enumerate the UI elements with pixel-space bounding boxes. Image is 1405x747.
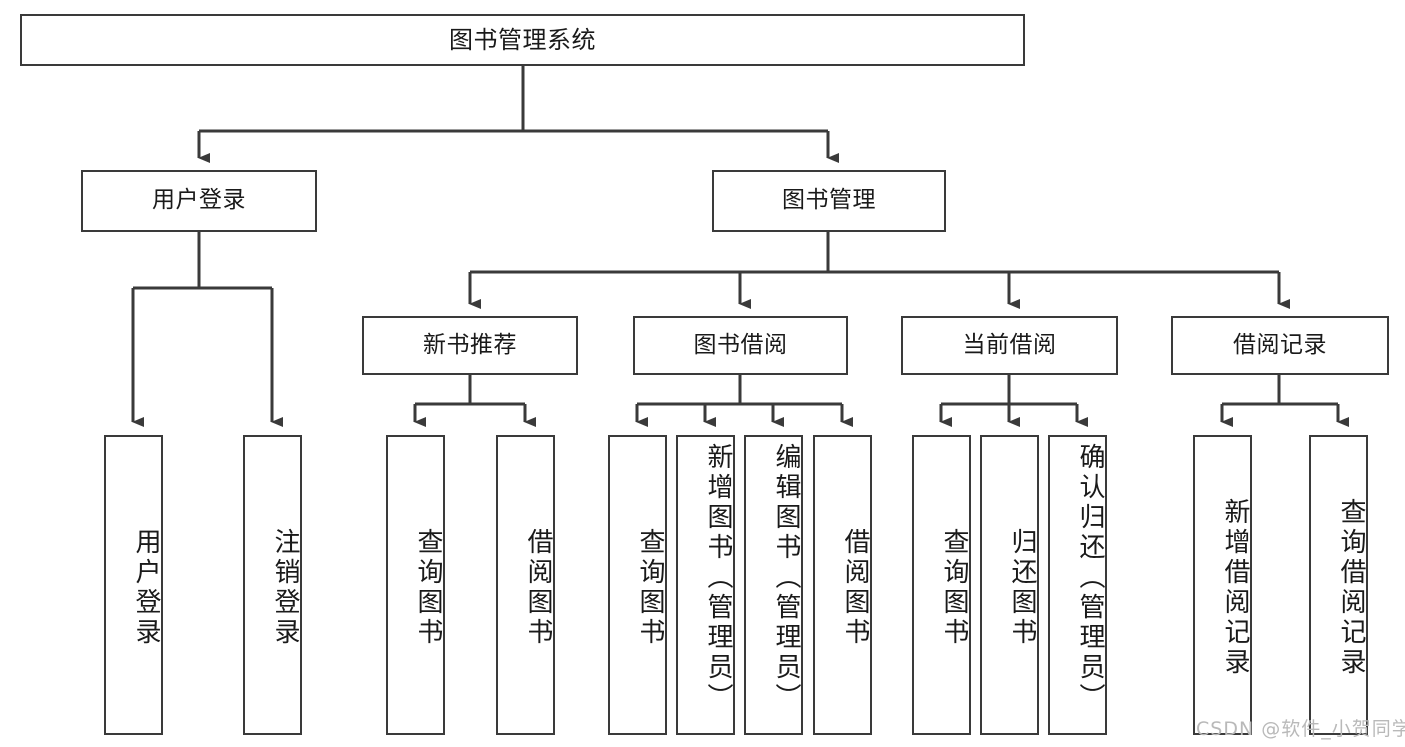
node-label: 编辑图书（管理员）: [771, 443, 801, 713]
leaf-borrow-query-book[interactable]: 查询图书: [608, 435, 667, 735]
node-label: 查询图书: [635, 528, 665, 648]
node-label: 图书借阅: [693, 331, 788, 358]
node-label: 借阅图书: [840, 528, 870, 648]
node-new-book-recommend[interactable]: 新书推荐: [362, 316, 578, 375]
node-label: 查询图书: [413, 528, 443, 648]
node-book-management[interactable]: 图书管理: [712, 170, 946, 232]
node-user-login[interactable]: 用户登录: [81, 170, 317, 232]
leaf-current-confirm-return[interactable]: 确认归还（管理员）: [1048, 435, 1107, 735]
leaf-recommend-query-book[interactable]: 查询图书: [386, 435, 445, 735]
node-label: 归还图书: [1007, 528, 1037, 648]
leaf-borrow-add-book[interactable]: 新增图书（管理员）: [676, 435, 735, 735]
leaf-current-query-book[interactable]: 查询图书: [912, 435, 971, 735]
node-label: 新增图书（管理员）: [703, 443, 733, 713]
leaf-recommend-borrow-book[interactable]: 借阅图书: [496, 435, 555, 735]
node-label: 借阅图书: [523, 528, 553, 648]
node-label: 新书推荐: [423, 331, 517, 358]
node-label: 图书管理系统: [449, 25, 596, 54]
leaf-record-add-record[interactable]: 新增借阅记录: [1193, 435, 1252, 735]
csdn-watermark: CSDN @软件_小贺同学: [1196, 718, 1405, 740]
node-label: 用户登录: [152, 187, 246, 214]
node-label: 图书管理: [782, 187, 876, 214]
leaf-record-query-record[interactable]: 查询借阅记录: [1309, 435, 1368, 735]
node-label: 注销登录: [270, 528, 300, 648]
node-book-borrow[interactable]: 图书借阅: [633, 316, 848, 375]
node-current-borrow[interactable]: 当前借阅: [901, 316, 1118, 375]
leaf-user-logout[interactable]: 注销登录: [243, 435, 302, 735]
node-label: 用户登录: [131, 528, 161, 648]
leaf-current-return-book[interactable]: 归还图书: [980, 435, 1039, 735]
node-label: 查询图书: [939, 528, 969, 648]
node-root-system[interactable]: 图书管理系统: [20, 14, 1025, 66]
node-label: 新增借阅记录: [1220, 498, 1250, 678]
node-label: 确认归还（管理员）: [1075, 443, 1105, 713]
leaf-borrow-borrow-book[interactable]: 借阅图书: [813, 435, 872, 735]
node-borrow-record[interactable]: 借阅记录: [1171, 316, 1389, 375]
leaf-borrow-edit-book[interactable]: 编辑图书（管理员）: [744, 435, 803, 735]
node-label: 借阅记录: [1233, 331, 1327, 358]
leaf-user-login[interactable]: 用户登录: [104, 435, 163, 735]
node-label: 查询借阅记录: [1336, 498, 1366, 678]
node-label: 当前借阅: [962, 331, 1057, 358]
